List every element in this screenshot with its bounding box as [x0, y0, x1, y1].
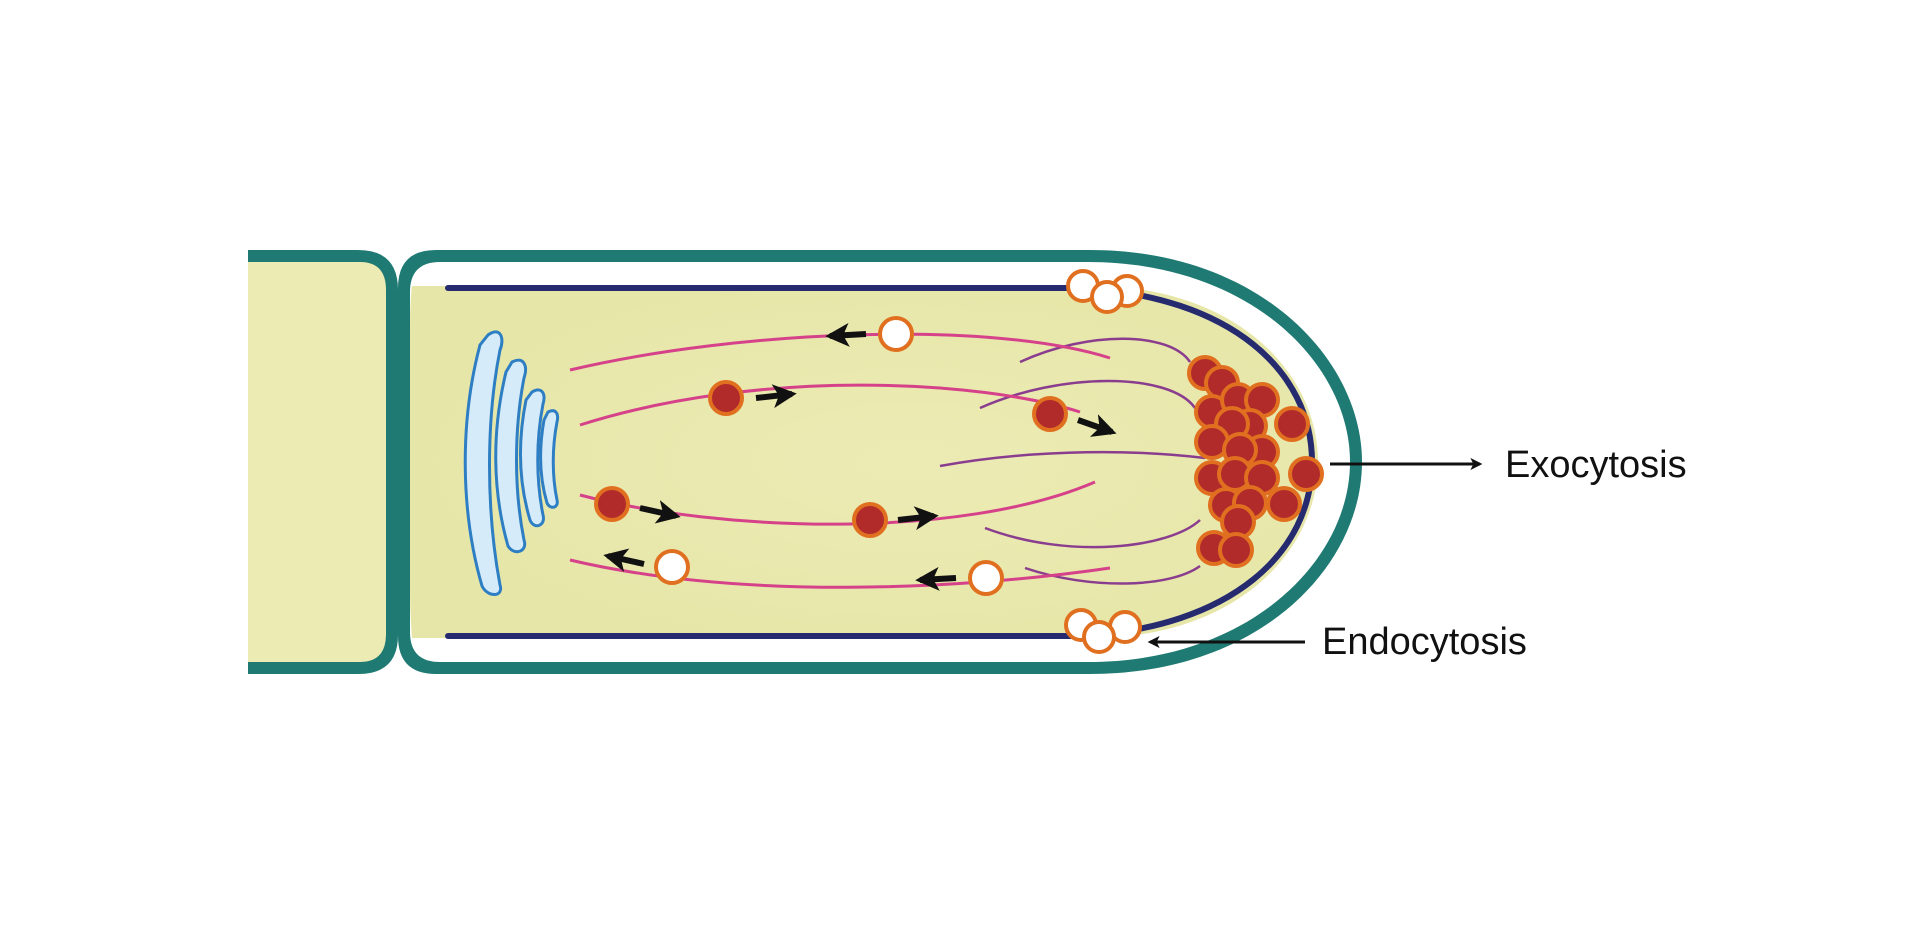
golgi-apparatus	[463, 330, 560, 596]
vesicle-transport	[594, 316, 1117, 596]
endocytic-vesicle-cluster-top	[1066, 269, 1144, 314]
cytoplasm	[410, 286, 1318, 638]
exocytosis-label: Exocytosis	[1505, 444, 1687, 486]
endocytic-vesicle-cluster-bottom	[1064, 608, 1142, 654]
endocytosis-label: Endocytosis	[1322, 621, 1527, 663]
actin-filaments	[569, 332, 1111, 589]
endocytic-vesicle-moving	[825, 316, 914, 352]
adjacent-cell	[248, 250, 398, 674]
secretory-vesicle-moving	[594, 486, 681, 524]
secretory-vesicle-moving	[852, 502, 939, 538]
secretory-vesicle-moving	[1032, 396, 1117, 437]
endocytic-vesicle-moving	[915, 560, 1004, 596]
secretory-vesicle-moving	[708, 380, 797, 416]
endocytic-vesicle-moving	[603, 548, 690, 585]
apical-vesicle-cluster	[1187, 355, 1324, 568]
